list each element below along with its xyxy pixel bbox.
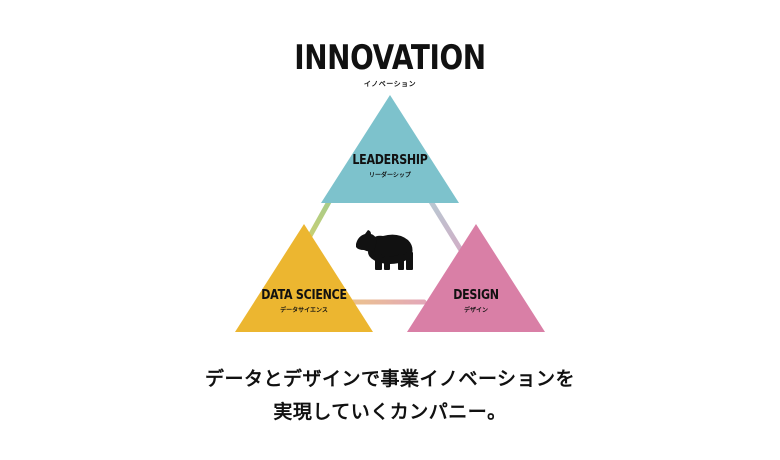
page-title: INNOVATION xyxy=(294,38,486,78)
tagline-line-2: 実現していくカンパニー。 xyxy=(273,401,507,423)
page-subtitle: イノベーション xyxy=(363,80,417,88)
design-sublabel: デザイン xyxy=(463,307,488,314)
design-label-text: DESIGN xyxy=(453,288,499,303)
design-triangle xyxy=(407,224,545,332)
data-science-label-text: DATA SCIENCE xyxy=(261,288,347,303)
leadership-label: LEADERSHIP リーダーシップ xyxy=(310,153,470,179)
leadership-label-text: LEADERSHIP xyxy=(352,153,428,168)
leadership-triangle xyxy=(321,95,459,203)
data-science-sublabel: データサイエンス xyxy=(280,307,328,314)
data-science-triangle xyxy=(235,224,373,332)
design-label: DESIGN デザイン xyxy=(396,288,556,314)
leadership-sublabel: リーダーシップ xyxy=(369,172,411,179)
bear-icon xyxy=(356,230,413,270)
data-science-label: DATA SCIENCE データサイエンス xyxy=(224,288,384,314)
tagline-line-1: データとデザインで事業イノベーションを xyxy=(204,368,576,390)
